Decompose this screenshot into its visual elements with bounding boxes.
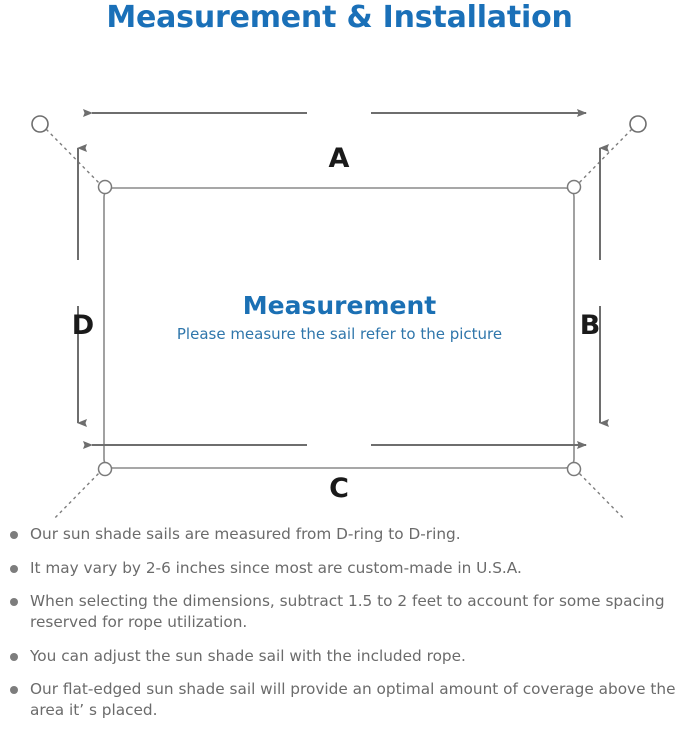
d-ring-top-left — [97, 179, 113, 195]
page-title: Measurement & Installation — [106, 0, 573, 35]
d-ring-top-right — [566, 179, 582, 195]
anchor-point-top-left — [31, 115, 49, 133]
list-item: When selecting the dimensions, subtract … — [0, 591, 679, 632]
d-ring-bottom-left — [97, 461, 113, 477]
bullet-icon — [10, 564, 18, 573]
note-text: Our flat-edged sun shade sail will provi… — [30, 680, 676, 719]
list-item: You can adjust the sun shade sail with t… — [0, 646, 679, 667]
d-ring-bottom-right — [566, 461, 582, 477]
list-item: Our flat-edged sun shade sail will provi… — [0, 679, 679, 720]
rope-top-left — [44, 127, 104, 188]
list-item: It may vary by 2-6 inches since most are… — [0, 558, 679, 579]
bullet-icon — [10, 686, 18, 695]
rope-bottom-left — [53, 468, 104, 518]
sail-body — [103, 187, 575, 469]
dimension-label-b: B — [579, 310, 601, 341]
note-text: You can adjust the sun shade sail with t… — [30, 646, 466, 665]
bullet-icon — [10, 531, 18, 539]
bullet-icon — [10, 652, 18, 661]
note-text: It may vary by 2-6 inches since most are… — [30, 558, 522, 577]
diagram-center-heading: Measurement — [242, 291, 437, 320]
dimension-label-d: D — [71, 310, 95, 341]
notes-list: Our sun shade sails are measured from D-… — [0, 524, 679, 733]
list-item: Our sun shade sails are measured from D-… — [0, 524, 679, 545]
diagram-center-subtext: Please measure the sail refer to the pic… — [176, 325, 503, 343]
note-text: Our sun shade sails are measured from D-… — [30, 525, 461, 543]
rope-lines — [44, 127, 634, 518]
anchor-points — [31, 115, 647, 133]
bullet-icon — [10, 598, 18, 607]
dimension-label-a: A — [328, 143, 350, 174]
rope-top-right — [574, 127, 634, 188]
dimension-label-c: C — [329, 473, 349, 504]
note-text: When selecting the dimensions, subtract … — [30, 592, 665, 631]
d-rings — [97, 179, 582, 477]
rope-bottom-right — [574, 468, 625, 518]
measurement-diagram: Measurement Please measure the sail refe… — [0, 48, 679, 518]
anchor-point-top-right — [629, 115, 647, 133]
